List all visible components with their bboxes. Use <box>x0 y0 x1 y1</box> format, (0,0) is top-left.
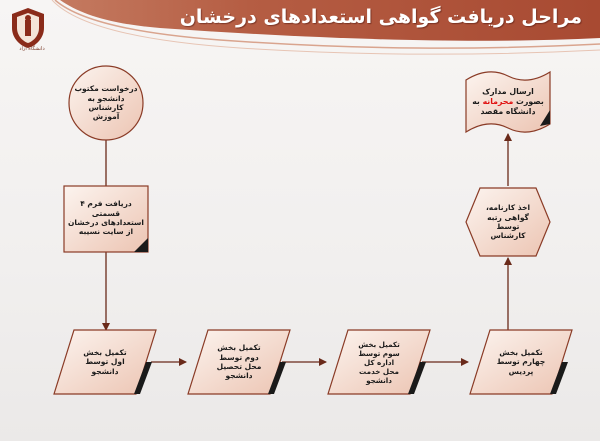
node-step1-line-1: تکمیل بخش <box>83 347 127 357</box>
node-send-line-1: ارسال مدارک <box>482 87 534 97</box>
node-send-tape <box>465 70 551 134</box>
node-step3-label: تکمیل بخش سوم توسط اداره کل محل خدمت دان… <box>344 332 414 392</box>
node-grade-line-3: توسط <box>496 222 520 231</box>
node-step2-shape <box>187 329 291 395</box>
node-step4-label: تکمیل بخش چهارم توسط پردیس <box>486 340 556 384</box>
node-start-line-1: درخواست مکتوب <box>74 84 138 94</box>
node-form-line-2: استعدادهای درخشان <box>68 218 144 227</box>
node-step3-line-1: تکمیل بخش <box>358 339 400 349</box>
node-send-line-2-pre: بصورت <box>513 97 544 107</box>
node-grade-line-1: اخذ کارنامه، <box>485 203 531 213</box>
node-step4-shape <box>469 329 573 395</box>
node-step3-line-4: محل خدمت <box>359 366 399 376</box>
node-step3-shape <box>327 329 431 395</box>
node-send-line-3: دانشگاه مقصد <box>480 106 536 116</box>
node-step1-shape <box>53 329 157 395</box>
node-step4-line-1: تکمیل بخش <box>499 347 543 357</box>
node-step1-line-2: اول توسط <box>85 357 125 367</box>
node-grade-line-2: گواهی رتبه <box>487 212 529 222</box>
node-start-line-3: آموزش <box>92 112 120 122</box>
node-form-line-3: از سایت نسیبه <box>78 227 134 237</box>
node-step2-label: تکمیل بخش دوم توسط محل تحصیل دانشجو <box>204 336 274 388</box>
node-step3-line-3: اداره کل <box>363 357 395 367</box>
node-step3-line-5: دانشجو <box>366 375 392 385</box>
node-send-label: ارسال مدارک بصورت محرمانه به دانشگاه مقص… <box>468 80 548 124</box>
node-step1-label: تکمیل بخش اول توسط دانشجو <box>70 340 140 384</box>
node-form-label: دریافت فرم ۴ قسمتی استعدادهای درخشان از … <box>66 196 146 240</box>
node-grade-hexagon <box>465 187 551 257</box>
node-step2-line-3: محل تحصیل <box>216 362 262 371</box>
university-logo <box>8 6 48 50</box>
node-start-label: درخواست مکتوب دانشجو به کارشناس آموزش <box>72 80 140 126</box>
node-step4-line-2: چهارم توسط <box>496 357 546 367</box>
node-step2-line-2: دوم توسط <box>219 352 259 362</box>
node-step2-line-4: دانشجو <box>225 371 253 381</box>
header-swoosh <box>51 0 600 55</box>
node-send-line-2-post: به <box>472 97 483 107</box>
node-grade-label: اخذ کارنامه، گواهی رتبه توسط کارشناس <box>472 196 544 248</box>
node-grade-line-4: کارشناس <box>490 231 526 241</box>
node-start-line-2: دانشجو به کارشناس <box>87 93 125 112</box>
node-send-line-2: بصورت محرمانه به <box>472 97 544 107</box>
logo-caption: دانشگاه‌ آزاد <box>19 46 45 52</box>
confidential-word: محرمانه <box>482 97 514 107</box>
node-form-box <box>63 185 149 253</box>
node-step4-line-3: پردیس <box>508 366 534 376</box>
node-step2-line-1: تکمیل بخش <box>217 343 261 353</box>
header-banner: دانشگاه‌ آزاد مراحل دریافت گواهی استعداد… <box>0 0 600 62</box>
node-step3-line-2: سوم توسط <box>358 348 400 358</box>
node-start-circle <box>68 65 144 141</box>
node-form-line-1: دریافت فرم ۴ قسمتی <box>80 199 132 218</box>
page-title: مراحل دریافت گواهی استعدادهای درخشان <box>179 6 582 28</box>
node-step1-line-3: دانشجو <box>91 366 119 376</box>
